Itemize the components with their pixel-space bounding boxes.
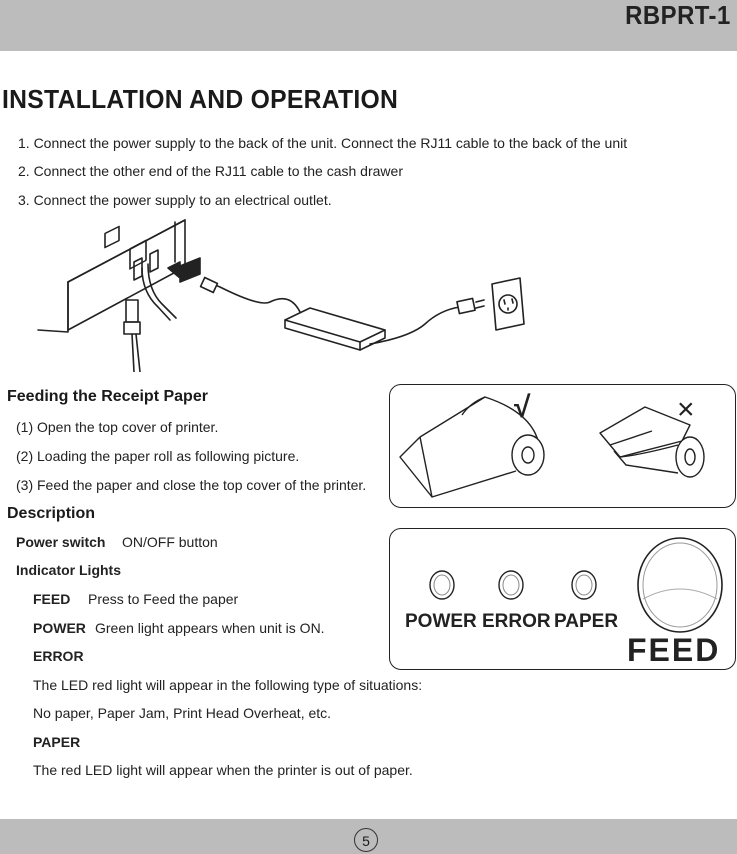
feeding-step-1: (1) Open the top cover of printer.	[16, 419, 219, 435]
feeding-step-3: (3) Feed the paper and close the top cov…	[16, 477, 367, 493]
error-text-1: The LED red light will appear in the fol…	[33, 677, 423, 693]
feed-button-icon	[637, 537, 723, 633]
page-number: 5	[354, 828, 378, 852]
panel-power-label: POWER	[405, 611, 477, 632]
correct-mark: √	[514, 391, 531, 424]
indicator-panel: POWER ERROR PAPER FEED	[389, 528, 736, 670]
paper-roll-icon: √ ×	[399, 391, 705, 498]
power-switch-label: Power switch	[16, 534, 106, 550]
indicator-lights-label: Indicator Lights	[16, 562, 121, 578]
install-step-3: 3. Connect the power supply to an electr…	[18, 192, 332, 208]
indicator-panel-drawing: POWER ERROR PAPER FEED	[405, 537, 723, 668]
install-step-2: 2. Connect the other end of the RJ11 cab…	[18, 163, 403, 179]
panel-paper-label: PAPER	[554, 611, 618, 632]
power-switch-text: ON/OFF button	[122, 534, 218, 550]
install-step-1: 1. Connect the power supply to the back …	[18, 135, 628, 151]
feed-label: FEED	[33, 591, 71, 607]
paper-label: PAPER	[33, 734, 81, 750]
model-name: RBPRT-1	[625, 0, 731, 30]
feeding-title: Feeding the Receipt Paper	[7, 388, 208, 405]
installation-illustration-icon	[37, 219, 525, 372]
error-label: ERROR	[33, 648, 84, 664]
error-text-2: No paper, Paper Jam, Print Head Overheat…	[33, 705, 332, 721]
header-bar	[0, 0, 737, 51]
paper-roll-panel: √ ×	[389, 384, 736, 508]
description-title: Description	[7, 505, 96, 522]
power-text: Green light appears when unit is ON.	[95, 620, 325, 636]
panel-feed-label: FEED	[627, 632, 720, 668]
wrong-mark: ×	[677, 393, 695, 426]
panel-error-label: ERROR	[482, 611, 551, 632]
page-title: INSTALLATION AND OPERATION	[2, 84, 399, 114]
power-label: POWER	[33, 620, 86, 636]
feed-text: Press to Feed the paper	[88, 591, 239, 607]
paper-text: The red LED light will appear when the p…	[33, 762, 413, 778]
feeding-step-2: (2) Loading the paper roll as following …	[16, 448, 300, 464]
